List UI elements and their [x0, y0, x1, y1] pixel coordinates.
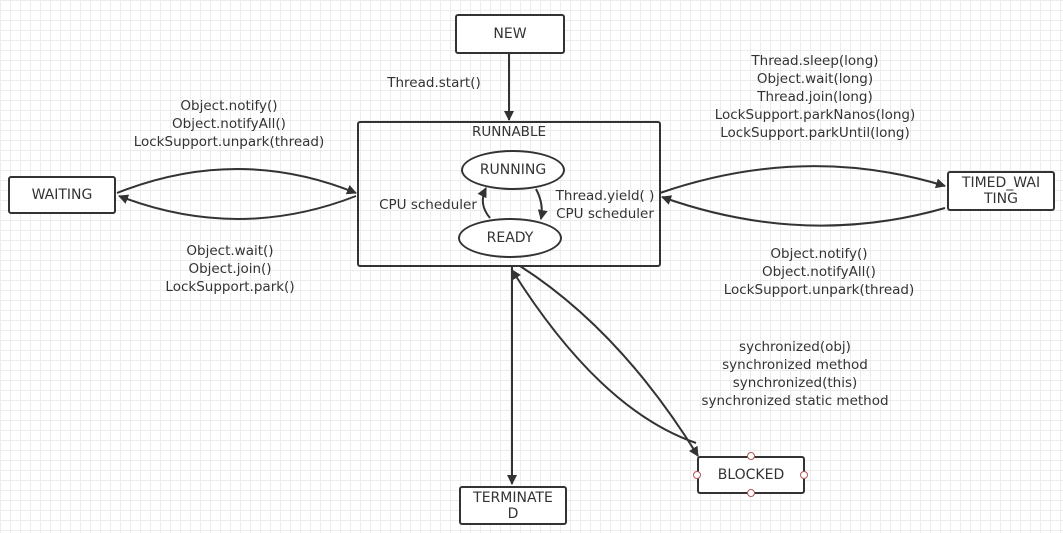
arrow-timed-waiting-to-runnable	[661, 195, 946, 227]
runnable-title: RUNNABLE	[471, 124, 546, 140]
thread-start-label: Thread.start()	[387, 75, 481, 91]
blocked-handle-left[interactable]	[693, 471, 701, 479]
arrow-ready-to-running	[477, 187, 491, 219]
timed-waiting-state[interactable]: TIMED_WAI TING	[947, 171, 1055, 211]
arrow-waiting-to-runnable	[116, 168, 357, 195]
cpu-scheduler-label: CPU scheduler	[379, 197, 477, 213]
arrow-runnable-to-waiting	[118, 194, 357, 220]
terminated-state[interactable]: TERMINATE D	[459, 486, 567, 525]
from-timed-waiting-label: Object.notify() Object.notifyAll() LockS…	[723, 246, 915, 298]
blocked-handle-right[interactable]	[800, 471, 808, 479]
terminated-line-1: TERMINATE	[473, 489, 553, 506]
waiting-return-label: Object.notify() Object.notifyAll() LockS…	[133, 98, 325, 150]
ready-state[interactable]: READY	[458, 218, 562, 258]
blocked-state[interactable]: BLOCKED	[697, 456, 805, 494]
yield-scheduler-label: Thread.yield( ) CPU scheduler	[555, 188, 655, 222]
timed-waiting-line-2: TING	[983, 191, 1018, 207]
terminated-line-2: D	[507, 505, 519, 522]
blocked-handle-top[interactable]	[747, 452, 755, 460]
new-state[interactable]: NEW	[455, 14, 565, 54]
arrow-runnable-to-blocked	[519, 265, 699, 457]
runnable-state[interactable]	[357, 121, 661, 267]
to-timed-waiting-label: Thread.sleep(long) Object.wait(long) Thr…	[714, 53, 916, 141]
synchronized-label: sychronized(obj) synchronized method syn…	[701, 339, 889, 409]
waiting-state[interactable]: WAITING	[8, 176, 116, 214]
timed-waiting-line-1: TIMED_WAI	[961, 175, 1041, 191]
to-waiting-label: Object.wait() Object.join() LockSupport.…	[165, 243, 295, 295]
running-state[interactable]: RUNNING	[461, 150, 565, 190]
arrow-running-to-ready	[535, 188, 548, 220]
arrow-runnable-to-timed-waiting	[659, 165, 946, 194]
blocked-handle-bottom[interactable]	[747, 489, 755, 497]
arrow-blocked-to-runnable	[511, 269, 697, 444]
